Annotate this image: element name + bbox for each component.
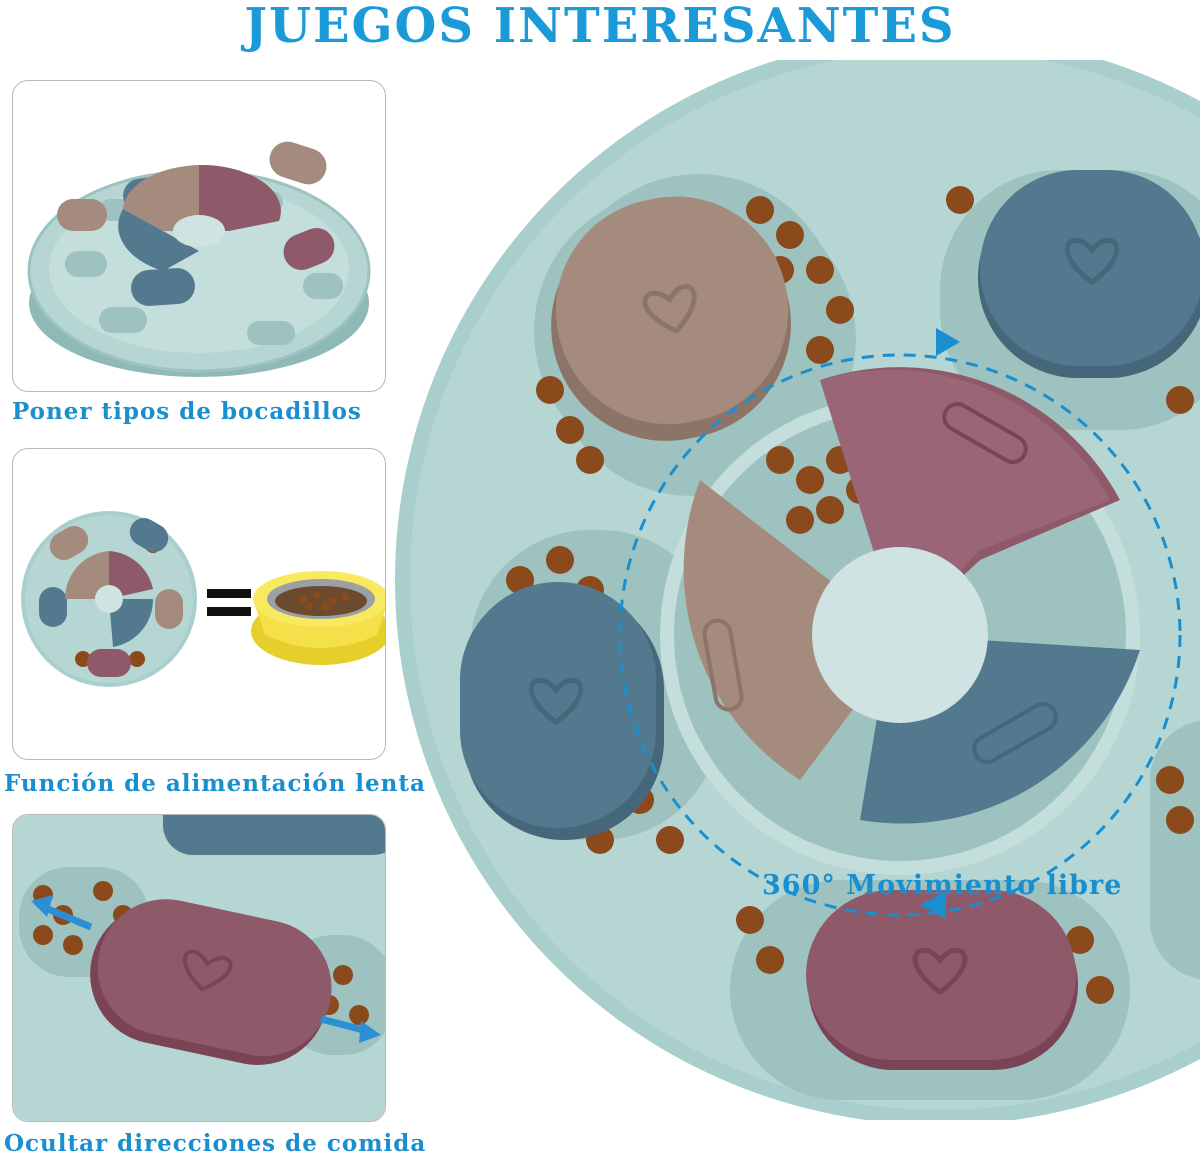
sliding-lid-closeup-image xyxy=(13,815,385,1121)
caption-hide-food: Ocultar direcciones de comida xyxy=(4,1130,427,1157)
panel-hide-food xyxy=(12,814,386,1122)
panel-snack-types xyxy=(12,80,386,392)
page-title: JUEGOS INTERESANTES xyxy=(244,0,956,54)
panel-slow-feeding xyxy=(12,448,386,760)
caption-snack-types: Poner tipos de bocadillos xyxy=(12,398,362,425)
feeder-vs-bowl-image xyxy=(21,511,385,687)
rotation-label: 360° Movimiento libre xyxy=(762,870,1123,901)
puzzle-feeder-3d-image xyxy=(27,141,371,377)
caption-slow-feeding: Función de alimentación lenta xyxy=(4,770,426,797)
puzzle-feeder-main-image xyxy=(395,60,1200,1120)
